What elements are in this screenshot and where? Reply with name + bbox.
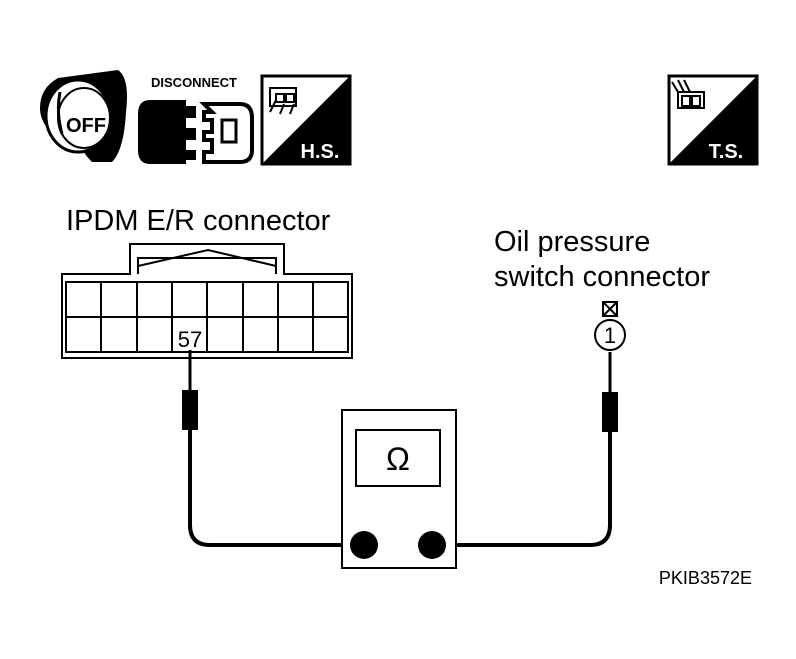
figure-id: PKIB3572E	[659, 568, 752, 588]
ipdm-connector	[61, 243, 353, 359]
left-probe	[182, 350, 198, 430]
oil-pressure-terminal-symbol	[594, 301, 626, 351]
ipdm-connector-label: IPDM E/R connector	[66, 205, 331, 237]
meter-terminal-left	[350, 531, 378, 559]
ignition-off-label: OFF	[66, 115, 106, 137]
disconnect-label: DISCONNECT	[151, 75, 237, 90]
terminal-side-label: T.S.	[709, 141, 743, 163]
terminal-side-icon: T.S.	[667, 74, 759, 166]
ignition-key-off-icon: OFF	[40, 70, 127, 162]
meter-display	[355, 429, 441, 487]
left-test-lead	[188, 430, 364, 547]
ipdm-terminal-number: 57	[178, 327, 202, 352]
harness-side-label: H.S.	[301, 141, 340, 163]
oil-pressure-label-line2: switch connector	[494, 261, 710, 293]
ohmmeter: Ω	[341, 409, 457, 569]
harness-side-icon: H.S.	[260, 74, 352, 166]
right-probe	[602, 352, 618, 432]
ohm-symbol: Ω	[386, 441, 410, 477]
right-test-lead	[432, 432, 612, 547]
meter-terminal-right	[418, 531, 446, 559]
oil-pressure-label-line1: Oil pressure	[494, 226, 650, 258]
oil-pressure-terminal-number: 1	[604, 323, 616, 348]
disconnect-connector-icon: DISCONNECT	[138, 75, 254, 164]
